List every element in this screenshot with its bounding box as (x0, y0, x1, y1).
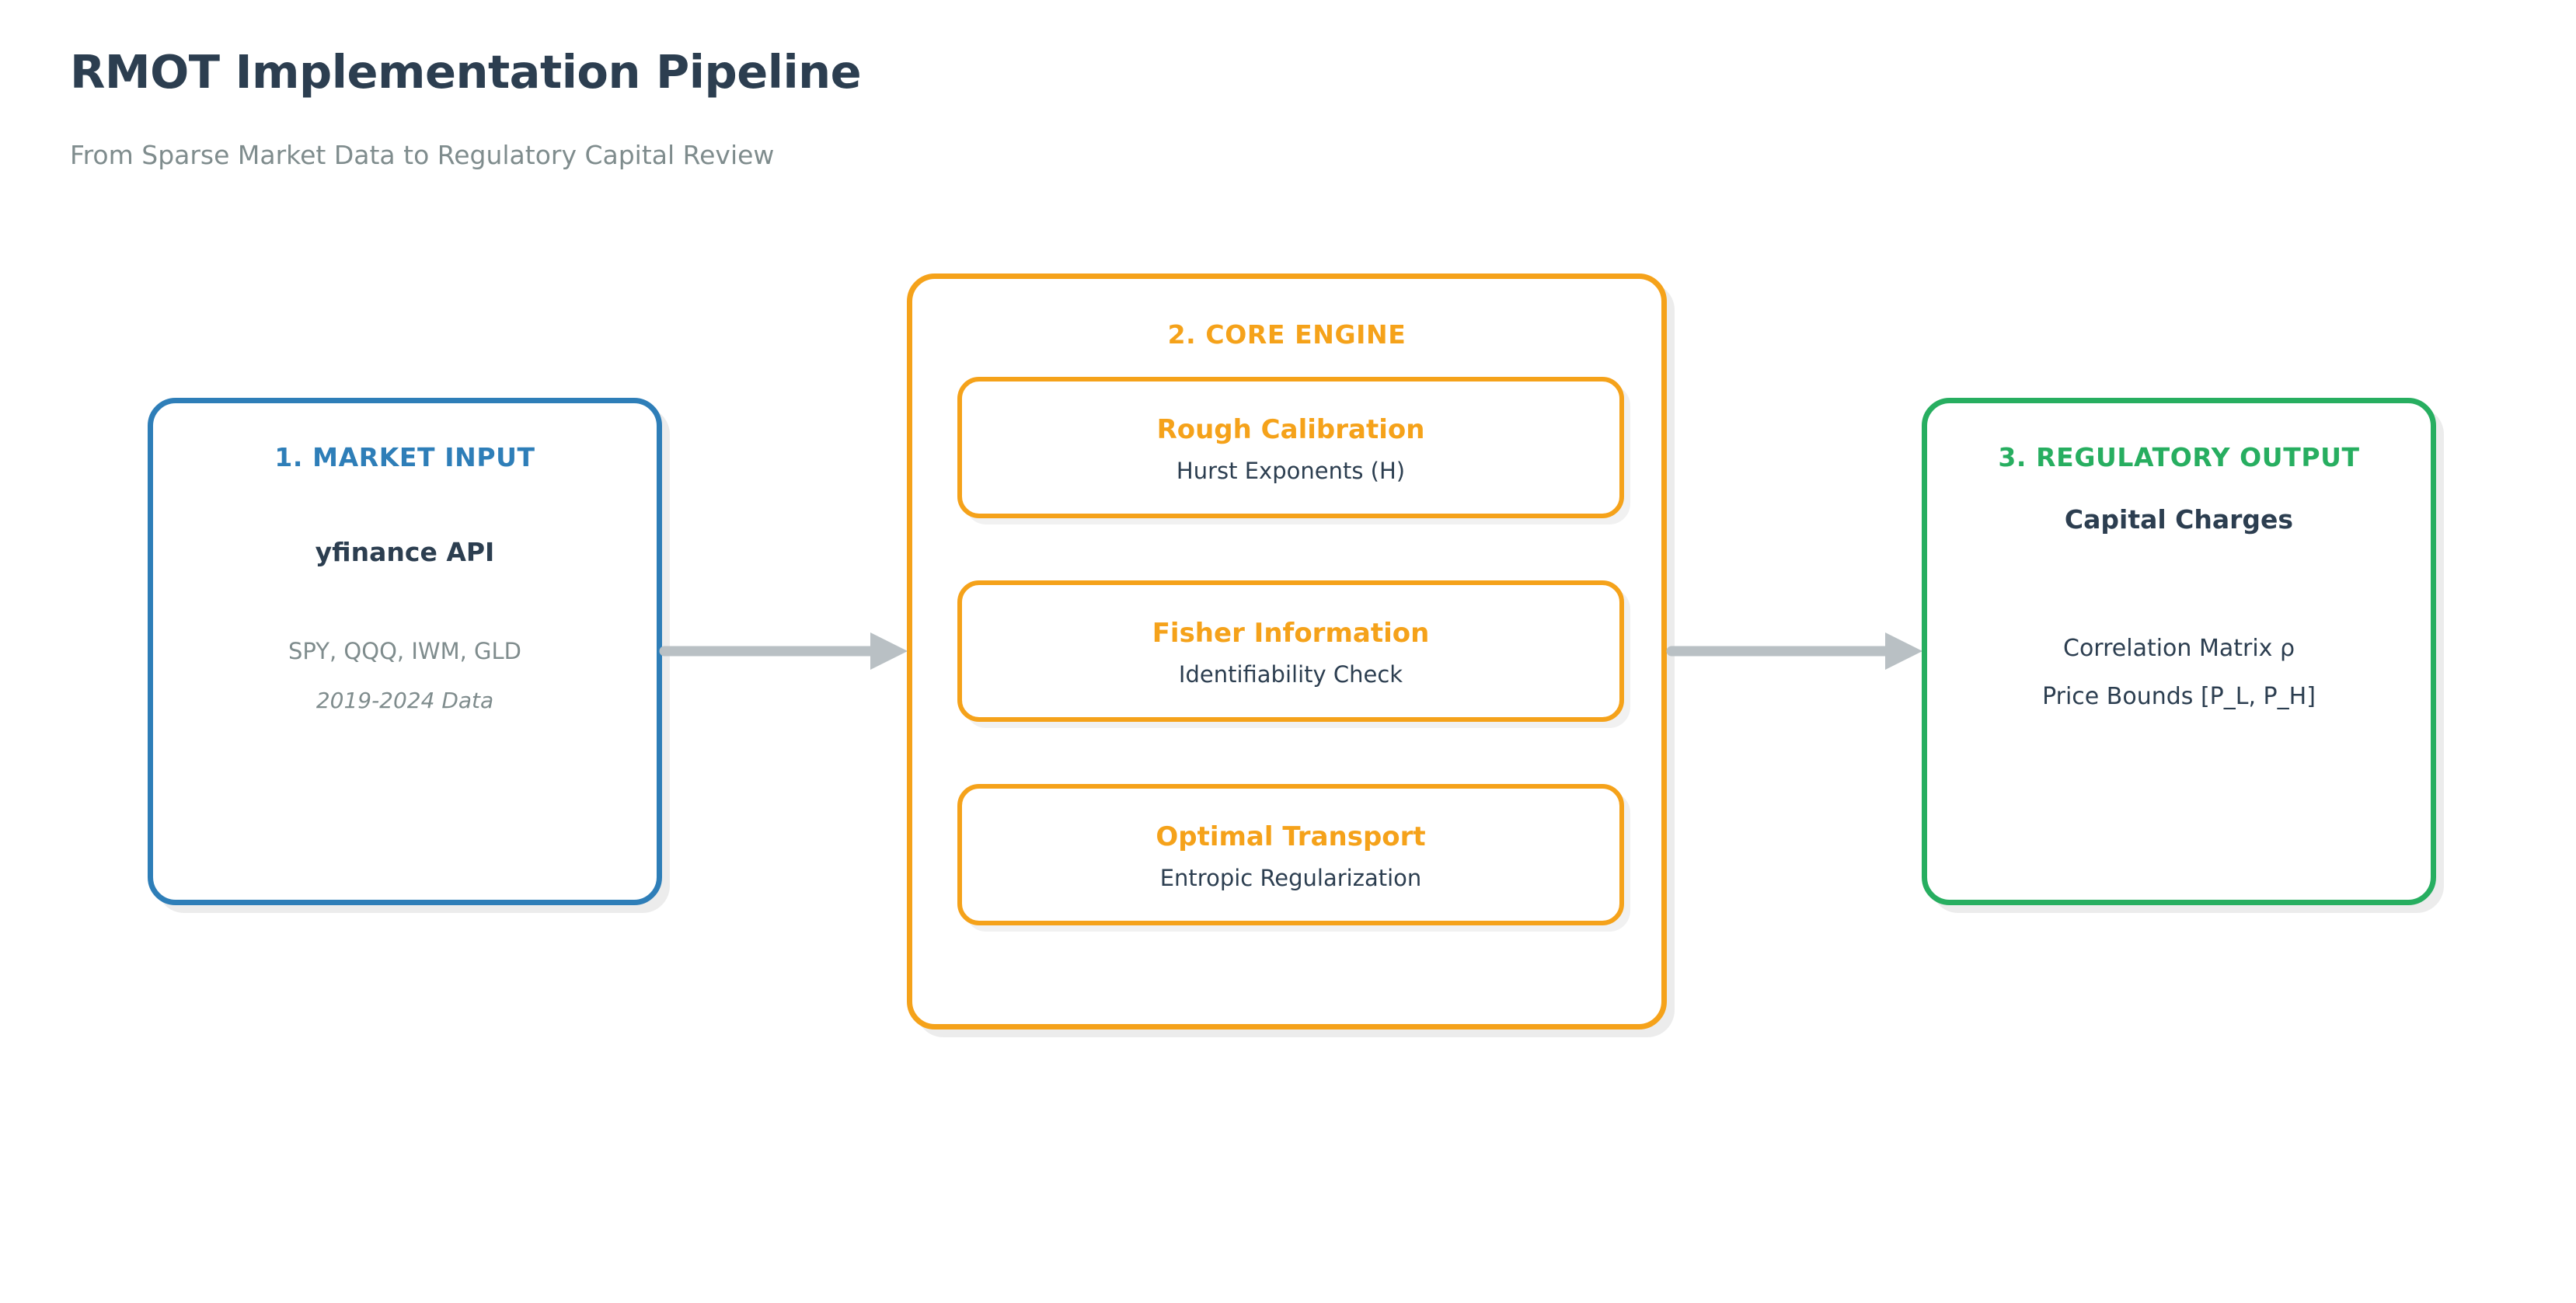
stage-regulatory-output-heading: 3. REGULATORY OUTPUT (1998, 442, 2360, 472)
regulatory-output-primary-label: Capital Charges (2064, 504, 2294, 535)
module-optimal-transport-title: Optimal Transport (1156, 821, 1426, 852)
regulatory-output-detail-2: Price Bounds [P_L, P_H] (2042, 683, 2316, 710)
module-optimal-transport-subtitle: Entropic Regularization (1159, 865, 1422, 891)
page-subtitle: From Sparse Market Data to Regulatory Ca… (70, 140, 775, 170)
connector-engine-to-output (1666, 632, 1922, 670)
module-rough-calibration-subtitle: Hurst Exponents (H) (1176, 458, 1406, 484)
module-optimal-transport[interactable]: Optimal Transport Entropic Regularizatio… (957, 784, 1624, 925)
connector-engine-to-output-arrowhead (1885, 632, 1922, 670)
regulatory-output-detail-1: Correlation Matrix ρ (2063, 635, 2295, 662)
market-input-period-label: 2019-2024 Data (315, 688, 494, 713)
stage-market-input[interactable]: 1. MARKET INPUT yfinance API SPY, QQQ, I… (148, 398, 662, 905)
connector-input-to-engine (659, 632, 908, 670)
stage-regulatory-output[interactable]: 3. REGULATORY OUTPUT Capital Charges Cor… (1922, 398, 2436, 905)
module-rough-calibration-title: Rough Calibration (1156, 414, 1425, 445)
module-fisher-information-title: Fisher Information (1152, 618, 1430, 649)
module-fisher-information-subtitle: Identifiability Check (1178, 661, 1403, 688)
page-title: RMOT Implementation Pipeline (70, 45, 862, 99)
module-rough-calibration[interactable]: Rough Calibration Hurst Exponents (H) (957, 377, 1624, 518)
connector-input-to-engine-arrowhead (870, 632, 908, 670)
market-input-primary-label: yfinance API (315, 537, 495, 567)
stage-core-engine-heading: 2. CORE ENGINE (1167, 319, 1407, 350)
module-fisher-information[interactable]: Fisher Information Identifiability Check (957, 580, 1624, 722)
stage-core-engine[interactable]: 2. CORE ENGINE Rough Calibration Hurst E… (907, 273, 1667, 1030)
market-input-tickers-label: SPY, QQQ, IWM, GLD (288, 638, 521, 664)
stage-market-input-heading: 1. MARKET INPUT (274, 442, 535, 472)
